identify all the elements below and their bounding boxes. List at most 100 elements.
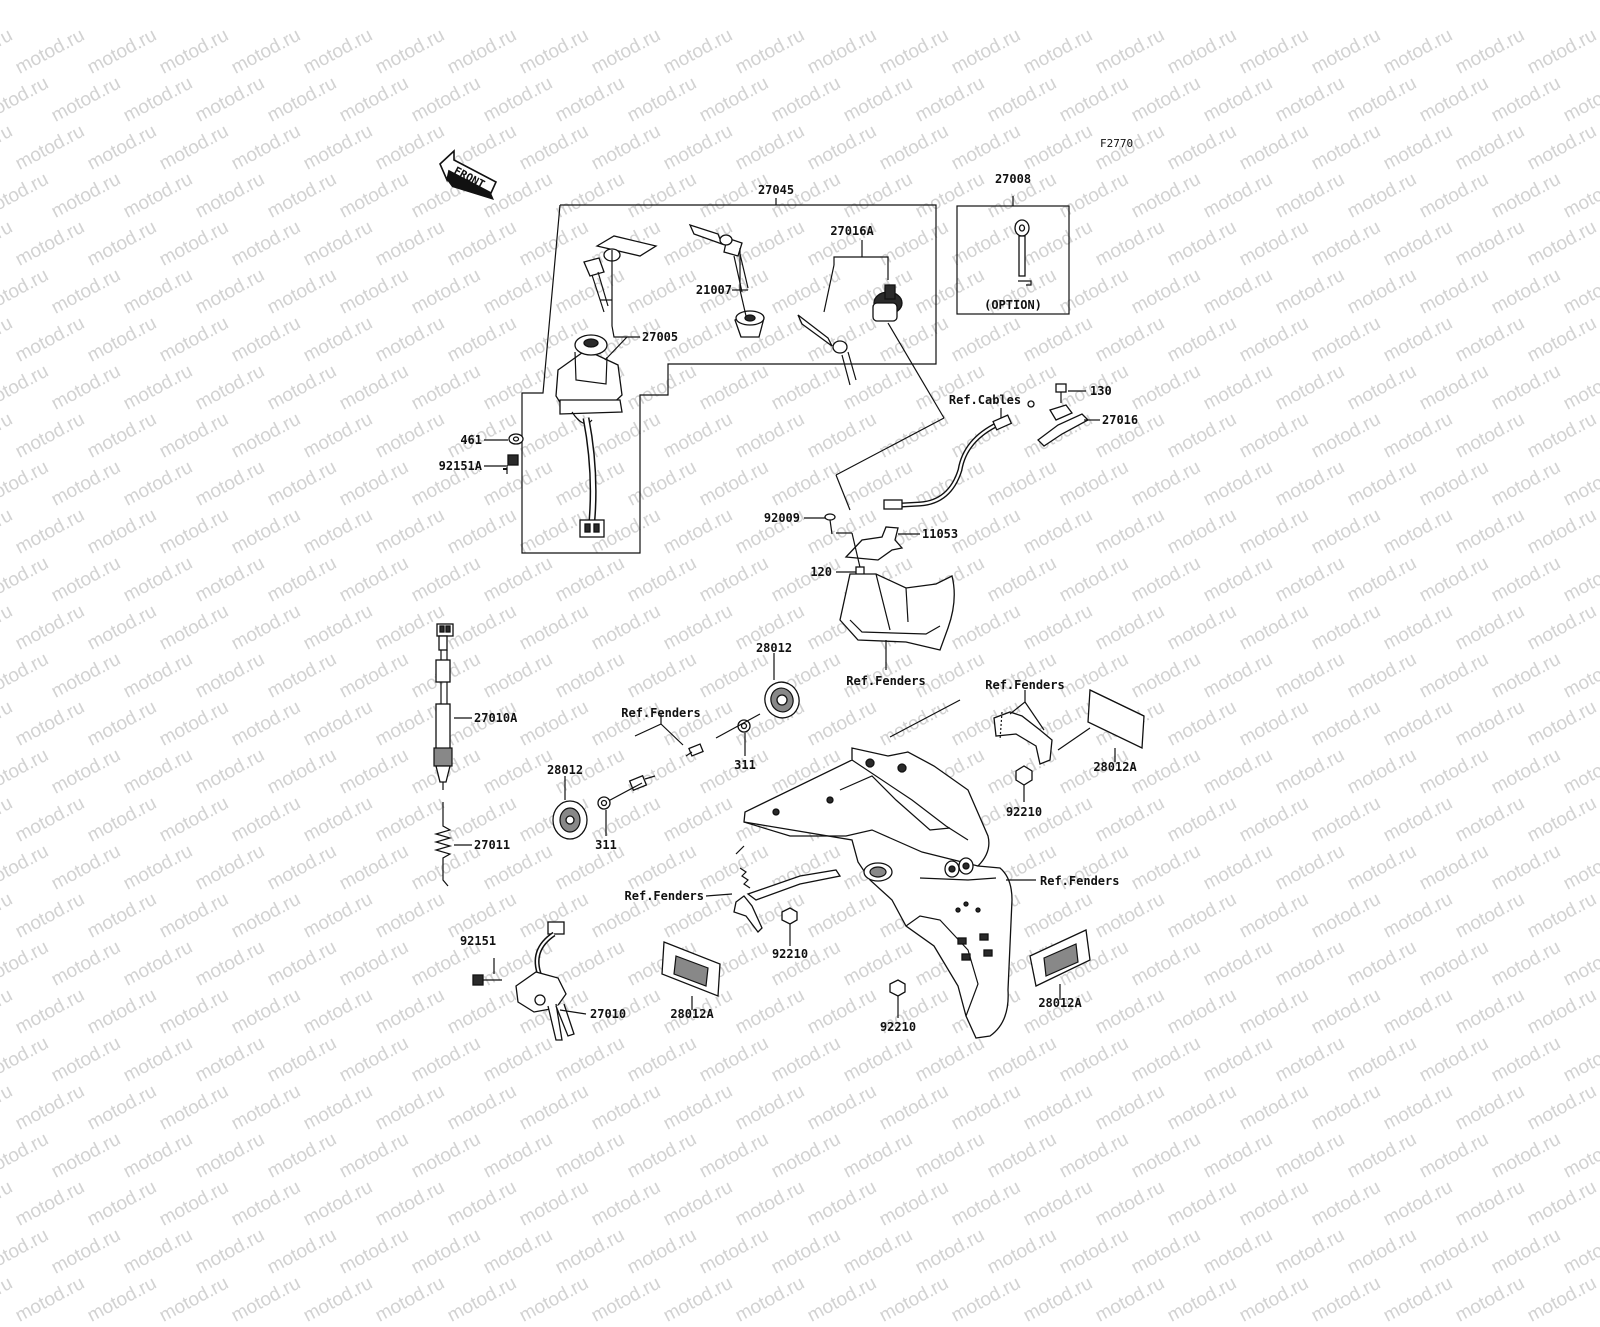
watermark-text: motod.ru	[1344, 1224, 1421, 1279]
label-27011: 27011	[474, 838, 511, 852]
watermark-text: motod.ru	[804, 1272, 881, 1327]
label-120: 120	[810, 565, 832, 579]
figure-code: F2770	[1100, 137, 1134, 150]
label-311-left: 311	[595, 838, 617, 852]
label-ref-fenders-left-lower: Ref.Fenders	[624, 889, 704, 903]
label-92210-bottom: 92210	[879, 1020, 917, 1034]
label-92009: 92009	[763, 511, 800, 525]
reflector-rect-left-icon	[661, 941, 721, 997]
watermark-text: motod.ru	[480, 1224, 557, 1279]
watermark-text: motod.ru	[12, 1272, 89, 1327]
watermark-text: motod.ru	[1200, 1224, 1277, 1279]
label-27010A: 27010A	[474, 711, 518, 725]
watermark-text: motod.ru	[1452, 1272, 1529, 1327]
watermark-text: motod.ru	[876, 1272, 953, 1327]
blank-key-icon	[1014, 219, 1032, 286]
bracket-11053-icon	[844, 526, 904, 561]
watermark-text: motod.ru	[768, 1224, 845, 1279]
watermark-text: motod.ru	[912, 1224, 989, 1279]
watermark-text: motod.ru	[1128, 1224, 1205, 1279]
label-27010: 27010	[590, 1007, 627, 1021]
label-28012A-right-bottom: 28012A	[1038, 996, 1082, 1010]
key-set-middle-icon	[688, 223, 749, 293]
bracket-27016-icon	[1037, 404, 1090, 447]
washer-icon	[508, 433, 524, 445]
watermark-text: motod.ru	[192, 1224, 269, 1279]
stud-left-icon	[628, 774, 656, 792]
bolt-icon	[503, 454, 519, 474]
cable-icon	[883, 400, 1035, 510]
watermark-text: motod.ru	[444, 1272, 521, 1327]
stud-top-icon	[685, 743, 704, 757]
lock-cylinder-icon	[734, 310, 765, 338]
watermark-text: motod.ru	[840, 1224, 917, 1279]
seat-lock-icon	[872, 284, 903, 322]
label-92210-left: 92210	[771, 947, 809, 961]
label-28012-left: 28012	[546, 763, 584, 777]
watermark-text: motod.ru	[1488, 1224, 1565, 1279]
watermark-text: motod.ru	[264, 1224, 341, 1279]
rear-fender-upper-icon	[839, 573, 955, 651]
watermark-text: motod.ru	[1020, 1272, 1097, 1327]
watermark-text: motod.ru	[1056, 1224, 1133, 1279]
label-11053: 11053	[922, 527, 959, 541]
label-ref-fenders-right-top: Ref.Fenders	[985, 678, 1065, 692]
watermark-text: motod.ru	[1596, 1272, 1600, 1327]
label-28012A-right-top: 28012A	[1093, 760, 1137, 774]
label-ref-cables: Ref.Cables	[948, 393, 1022, 407]
label-311-top: 311	[734, 758, 756, 772]
label-130: 130	[1090, 384, 1112, 398]
reflector-rect-right-top-icon	[1087, 688, 1145, 750]
watermark-text: motod.ru	[1092, 1272, 1169, 1327]
nut-311-top-icon	[737, 719, 751, 733]
watermark-text: motod.ru	[300, 1272, 377, 1327]
watermark-text: motod.ru	[588, 1272, 665, 1327]
label-ref-fenders-upper: Ref.Fenders	[846, 674, 926, 688]
nut-92210-left-icon	[781, 907, 798, 925]
watermark-text: motod.ru	[1272, 1224, 1349, 1279]
label-28012-top: 28012	[755, 641, 793, 655]
option-note: (OPTION)	[984, 298, 1042, 312]
front-arrow-icon: FRONT	[439, 149, 498, 200]
label-92151A: 92151A	[438, 459, 482, 473]
watermark-text: motod.ru	[1524, 1272, 1600, 1327]
label-92151: 92151	[459, 934, 497, 948]
nut-92210-bottom-icon	[889, 979, 906, 997]
watermark-text: motod.ru	[1560, 1224, 1600, 1279]
label-27016A: 27016A	[830, 224, 874, 238]
watermark-text: motod.ru	[948, 1272, 1025, 1327]
watermark-text: motod.ru	[1380, 1272, 1457, 1327]
label-92210-right: 92210	[1005, 805, 1043, 819]
label-28012A-left: 28012A	[670, 1007, 714, 1021]
watermark-text: motod.ru	[0, 1224, 53, 1279]
reflector-bracket-left-icon	[733, 869, 842, 933]
brake-switch-rear-icon	[433, 623, 454, 790]
watermark-text: motod.ru	[660, 1272, 737, 1327]
watermark-text: motod.ru	[1236, 1272, 1313, 1327]
watermark-text: motod.ru	[552, 1224, 629, 1279]
label-27005: 27005	[642, 330, 679, 344]
reflector-round-left-icon	[552, 800, 588, 840]
watermark-text: motod.ru	[336, 1224, 413, 1279]
watermark-text: motod.ru	[156, 1272, 233, 1327]
watermark-text: motod.ru	[84, 1272, 161, 1327]
watermark-text: motod.ru	[408, 1224, 485, 1279]
ignition-switch-icon	[555, 334, 623, 538]
watermark-text: motod.ru	[624, 1224, 701, 1279]
watermark-text: motod.ru	[1164, 1272, 1241, 1327]
label-27045: 27045	[757, 183, 795, 197]
label-21007: 21007	[695, 283, 732, 297]
label-461: 461	[460, 433, 482, 447]
reflector-round-top-icon	[764, 681, 800, 719]
watermark-text: motod.ru	[228, 1272, 305, 1327]
watermark-text: motod.ru	[1308, 1272, 1385, 1327]
small-bolt-icon	[1055, 383, 1067, 403]
spring-27011-icon	[433, 802, 453, 887]
label-27008: 27008	[994, 172, 1032, 186]
key-set-right-icon	[797, 314, 857, 386]
screw-92151-icon	[472, 974, 502, 986]
watermark-text: motod.ru	[516, 1272, 593, 1327]
watermark-text: motod.ru	[0, 1272, 17, 1327]
reflector-rect-right-bottom-icon	[1029, 929, 1091, 987]
watermark-text: motod.ru	[1416, 1224, 1493, 1279]
